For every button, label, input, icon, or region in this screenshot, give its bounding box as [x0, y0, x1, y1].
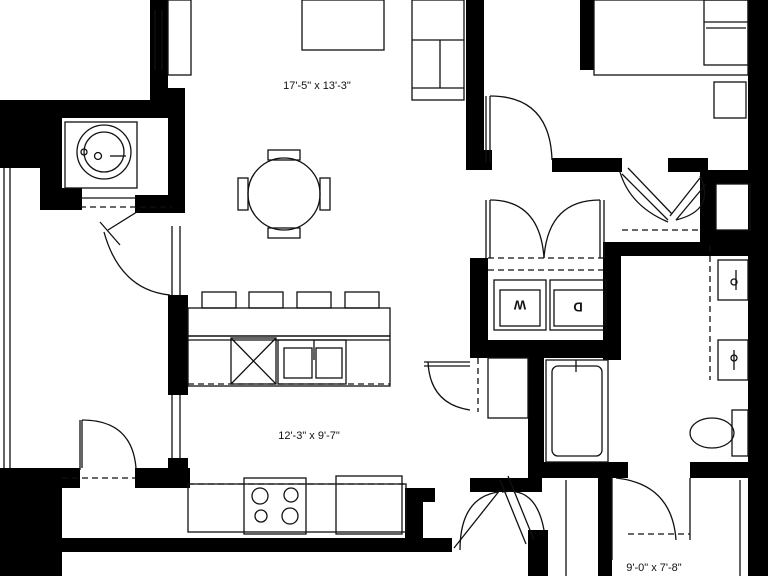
water-heater: [64, 121, 138, 189]
bar-stool: [248, 291, 284, 309]
bar-stool: [201, 291, 237, 309]
dishwasher: [230, 337, 277, 385]
kitchen-sink: [277, 339, 347, 385]
bedroom-dimensions: 9'-0" x 7'-8": [626, 562, 682, 574]
wall-center: [466, 0, 484, 170]
dining-table: [237, 149, 331, 239]
bathroom-vanity: [709, 246, 749, 381]
range-stove: [243, 477, 307, 535]
dryer-label: D: [573, 300, 582, 315]
tv-console: [167, 0, 192, 76]
nightstand: [713, 81, 747, 119]
wall-right: [748, 0, 768, 576]
appliance-labels: W D: [513, 298, 583, 315]
kitchen-island: [187, 307, 391, 337]
kitchen-dimensions: 12'-3" x 9'-7": [278, 430, 340, 442]
living-room-dimensions: 17'-5" x 13'-3": [283, 80, 351, 92]
washer: [493, 279, 547, 331]
refrigerator: [335, 475, 403, 535]
room-labels: 17'-5" x 13'-3" 12'-3" x 9'-7" 9'-0" x 7…: [278, 80, 682, 574]
dryer: [549, 279, 607, 331]
sofa: [411, 0, 465, 101]
kitchen-counter: [187, 483, 407, 533]
fixtures: [3, 0, 751, 576]
coffee-table: [301, 0, 385, 51]
bathtub: [545, 359, 609, 463]
bed: [593, 0, 749, 76]
washer-label: W: [513, 298, 526, 313]
bar-stool: [344, 291, 380, 309]
bar-stool: [296, 291, 332, 309]
toilet: [689, 409, 749, 457]
